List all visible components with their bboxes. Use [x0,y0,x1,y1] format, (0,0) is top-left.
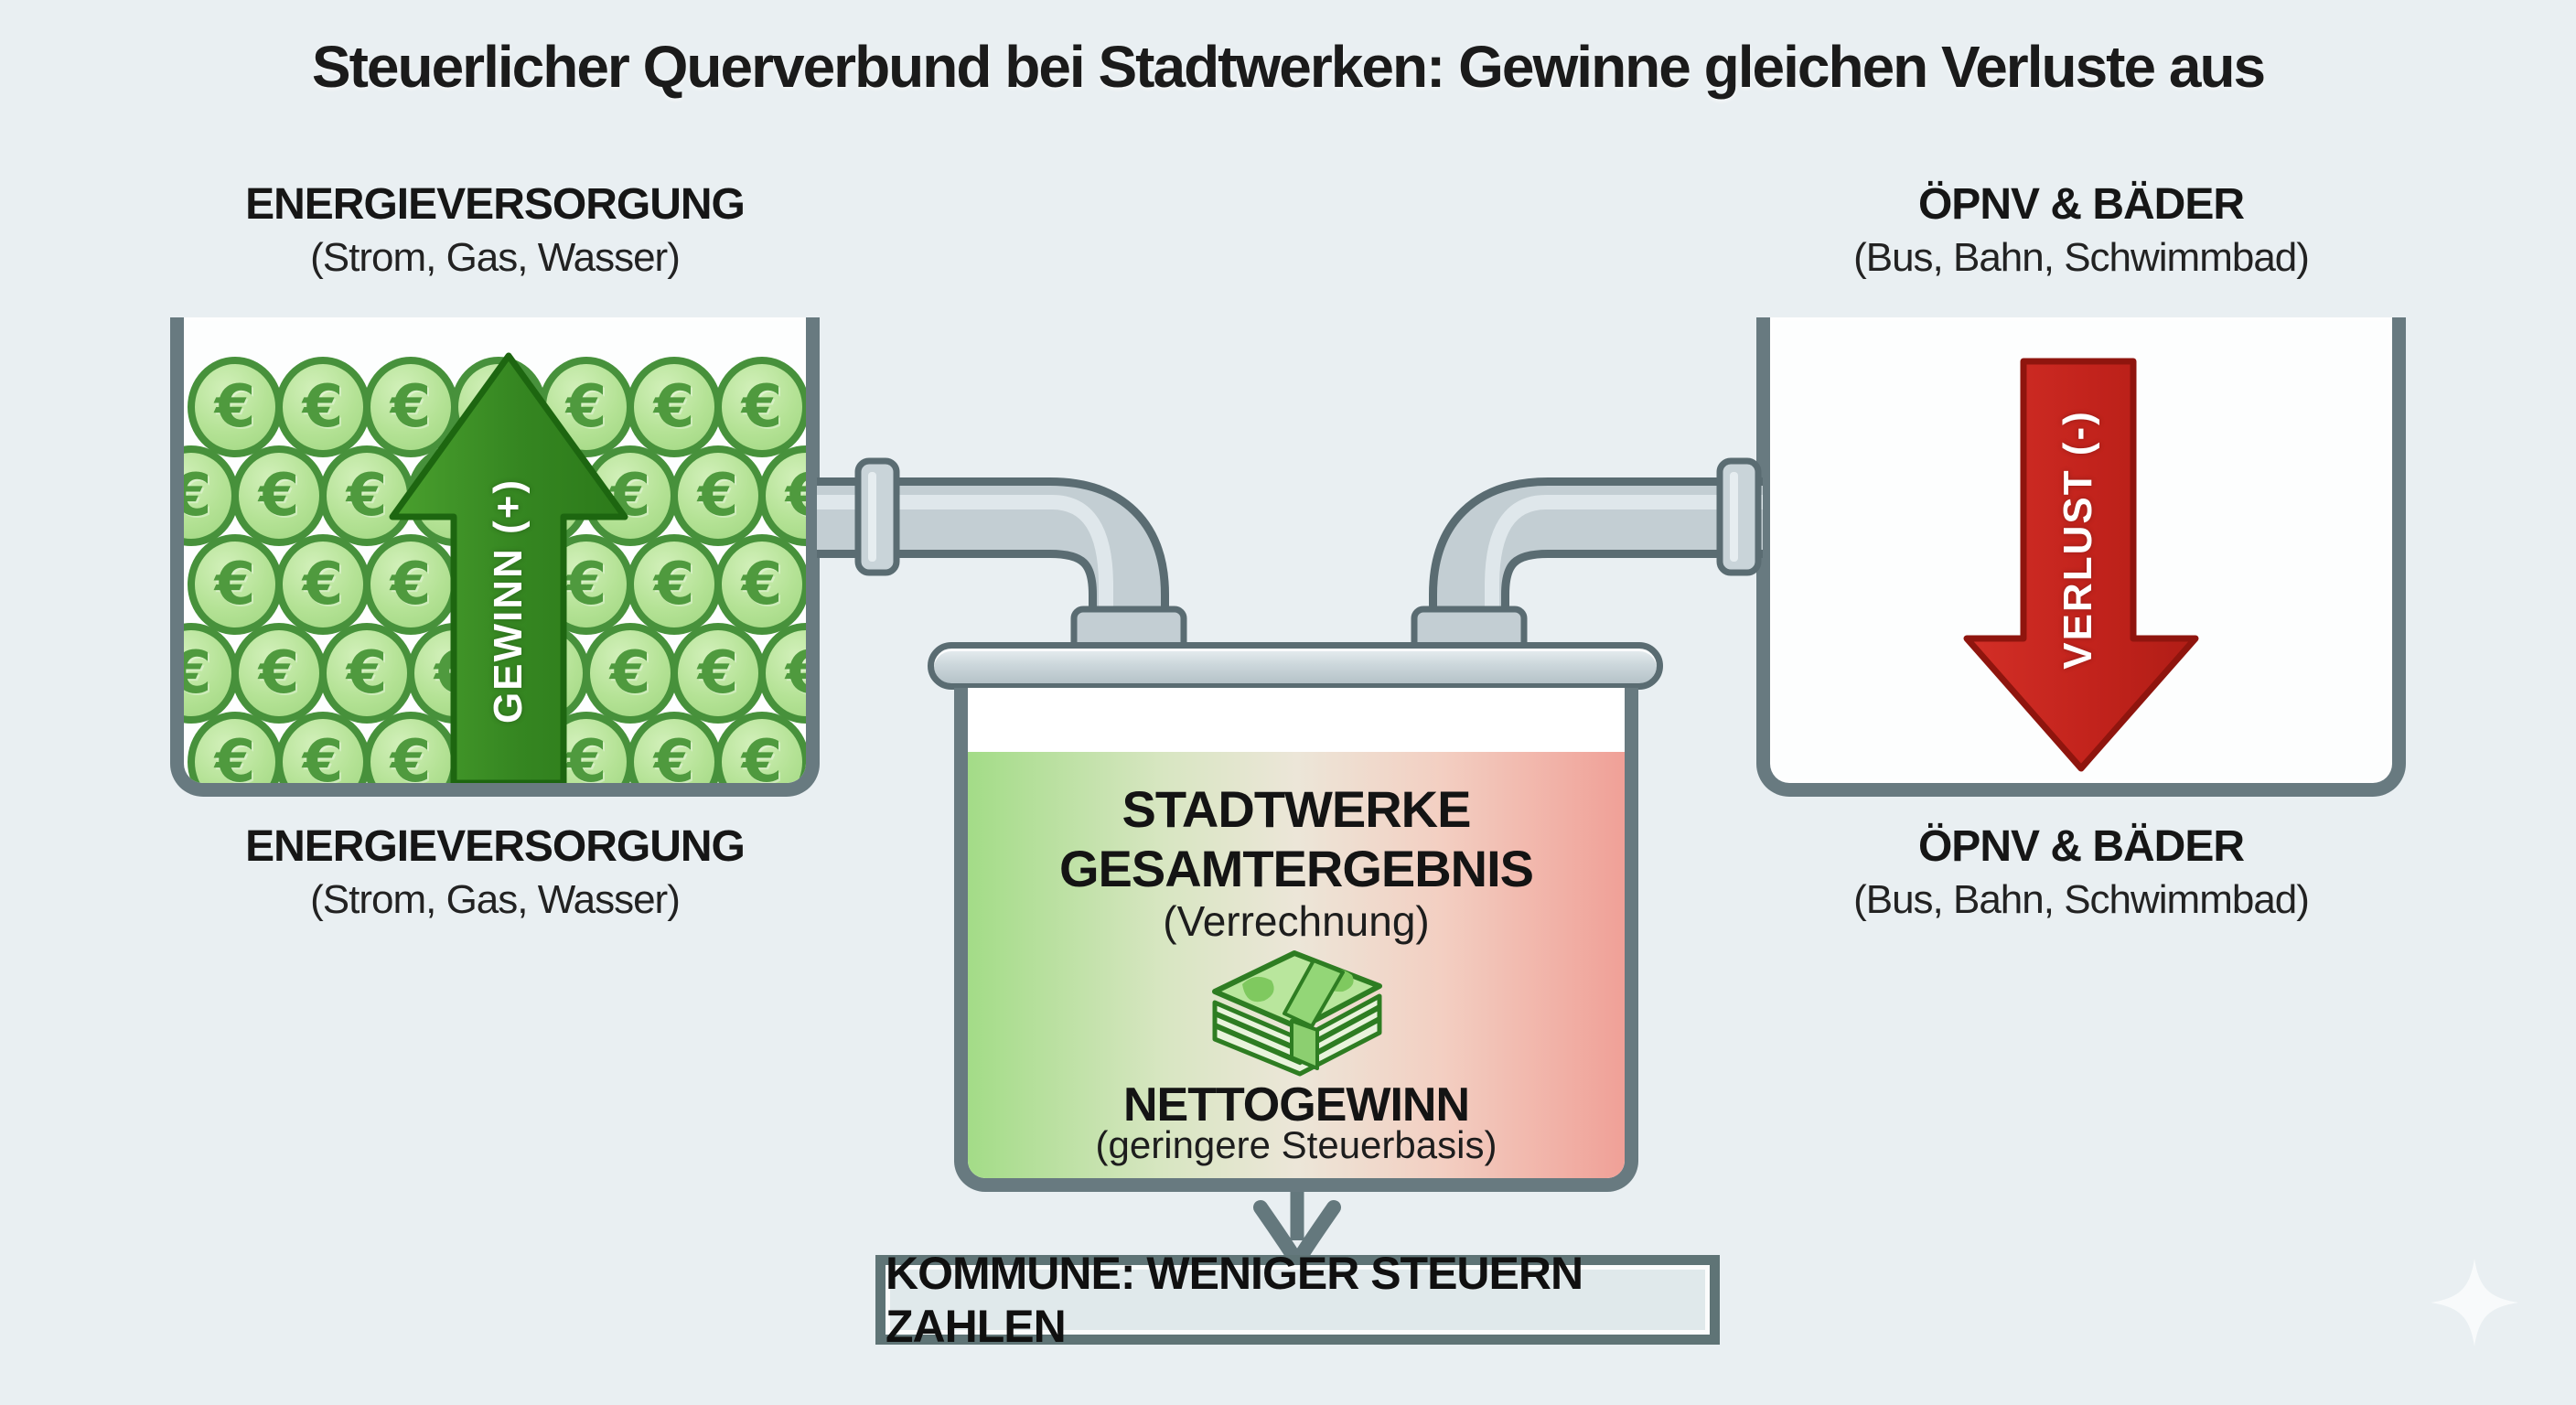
right-footer-subheading: (Bus, Bahn, Schwimmbad) [1853,876,2310,922]
euro-coin-icon: € [188,712,283,796]
euro-symbol: € [565,728,607,796]
right-section-header: ÖPNV & BÄDER (Bus, Bahn, Schwimmbad) [1756,179,2406,281]
euro-coin-icon: € [714,534,806,635]
euro-coin-icon: € [231,623,327,724]
euro-coin-icon: € [714,357,806,457]
euro-symbol: € [741,373,783,441]
center-tank-lid [928,642,1663,690]
euro-symbol: € [697,462,739,530]
center-result-label: NETTOGEWINN [1122,1078,1470,1132]
center-heading-line2: GESAMTERGEBNIS [1058,840,1534,897]
euro-symbol: € [653,728,695,796]
euro-symbol: € [346,462,388,530]
center-result-tank: STADTWERKE GESAMTERGEBNIS (Verrechnung) … [954,688,1638,1192]
euro-coin-icon: € [319,623,414,724]
sparkle-icon [2431,1259,2518,1346]
euro-coin-icon: € [275,712,370,796]
euro-symbol: € [258,639,300,707]
kommune-label: KOMMUNE: WENIGER STEUERN ZAHLEN [886,1248,1583,1352]
transit-tank: VERLUST (-) [1756,317,2406,797]
euro-coin-icon: € [714,712,806,796]
tank-wall-cap [1756,317,1770,345]
loss-down-arrow-icon [1963,358,2199,772]
profit-up-arrow-icon [389,352,628,783]
tank-wall-cap [2392,317,2406,345]
coin-row: €€€€€€€ [188,534,806,635]
euro-coin-icon: € [363,534,458,635]
left-section-footer: ENERGIEVERSORGUNG (Strom, Gas, Wasser) [170,821,820,923]
euro-symbol: € [565,373,607,441]
euro-symbol: € [390,551,432,618]
page-title: Steuerlicher Querverbund bei Stadtwerken… [311,34,2266,100]
euro-coin-icon: € [231,445,327,546]
euro-symbol: € [346,639,388,707]
euro-symbol: € [302,551,344,618]
euro-symbol: € [653,551,695,618]
left-footer-subheading: (Strom, Gas, Wasser) [310,876,681,922]
left-footer-heading: ENERGIEVERSORGUNG [245,822,746,871]
euro-coin-icon: € [275,357,370,457]
coin-row: €€€€€€€ [188,712,806,796]
center-heading-line1: STADTWERKE [1122,780,1472,838]
tank-wall-cap [806,317,820,345]
left-section-header: ENERGIEVERSORGUNG (Strom, Gas, Wasser) [170,179,820,281]
right-heading: ÖPNV & BÄDER [1917,180,2245,229]
euro-coin-icon: € [627,534,722,635]
euro-symbol: € [565,551,607,618]
euro-symbol: € [786,639,806,707]
euro-symbol: € [390,728,432,796]
euro-symbol: € [258,462,300,530]
center-subheading: (Verrechnung) [1163,897,1430,945]
euro-symbol: € [697,639,739,707]
left-heading: ENERGIEVERSORGUNG [245,180,746,229]
coin-grid: €€€€€€€€€€€€€€€€€€€€€€€€€€€€€€€€€€€€€ [184,317,806,783]
right-subheading: (Bus, Bahn, Schwimmbad) [1853,234,2310,280]
euro-symbol: € [214,373,256,441]
euro-symbol: € [741,728,783,796]
tank-wall-cap [170,317,184,345]
euro-coin-icon: € [671,445,766,546]
money-stack-icon [1212,950,1382,1077]
euro-symbol: € [786,462,806,530]
euro-symbol: € [390,373,432,441]
euro-symbol: € [214,551,256,618]
kommune-box: KOMMUNE: WENIGER STEUERN ZAHLEN [875,1248,1720,1352]
energy-tank: €€€€€€€€€€€€€€€€€€€€€€€€€€€€€€€€€€€€€ GE… [170,317,820,797]
euro-symbol: € [170,462,212,530]
right-footer-heading: ÖPNV & BÄDER [1917,822,2245,871]
euro-symbol: € [609,639,651,707]
euro-symbol: € [741,551,783,618]
center-result-note: (geringere Steuerbasis) [1095,1123,1497,1166]
euro-symbol: € [214,728,256,796]
left-subheading: (Strom, Gas, Wasser) [310,234,681,280]
euro-symbol: € [302,373,344,441]
euro-symbol: € [170,639,212,707]
euro-symbol: € [302,728,344,796]
euro-symbol: € [653,373,695,441]
right-section-footer: ÖPNV & BÄDER (Bus, Bahn, Schwimmbad) [1756,821,2406,923]
